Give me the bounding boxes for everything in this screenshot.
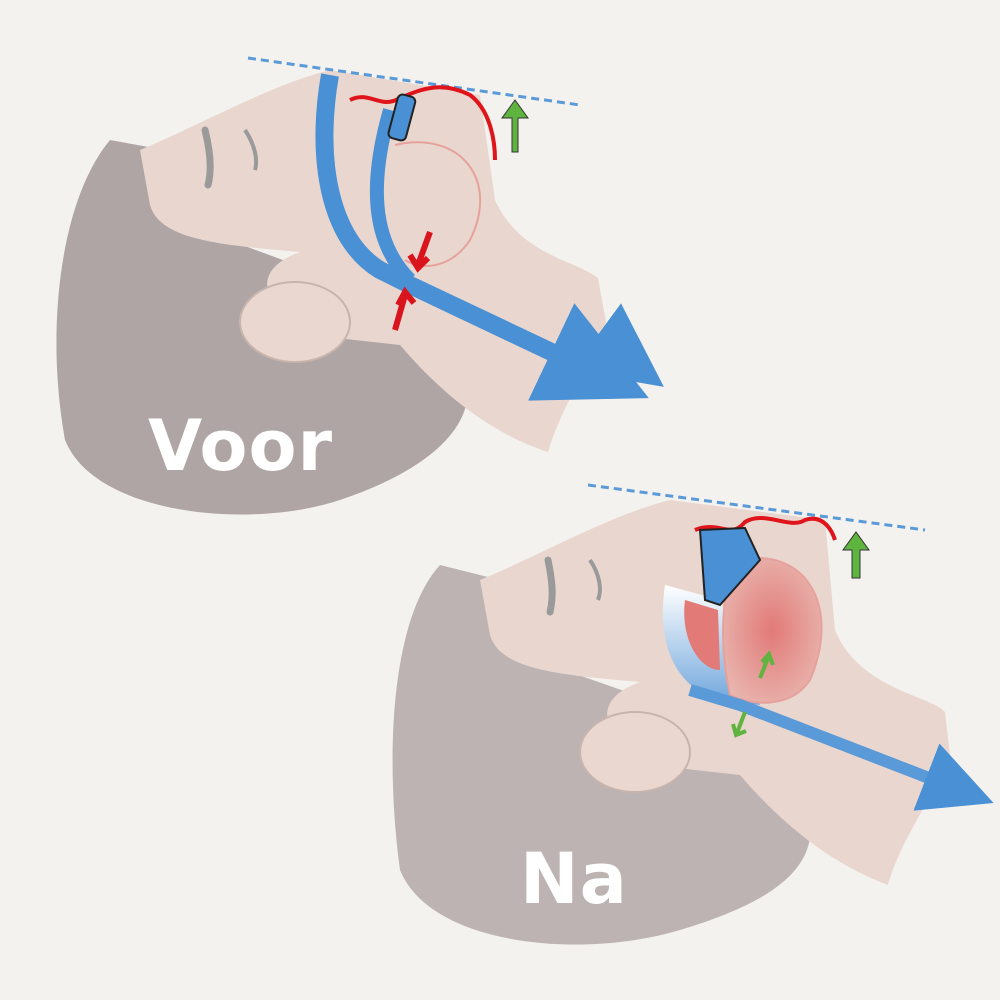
- green-arrow-small-up: [758, 650, 775, 679]
- green-arrow-small-down: [731, 711, 747, 738]
- mouthpiece: [698, 526, 762, 607]
- ear: [239, 281, 351, 363]
- green-arrow-up: [501, 99, 529, 153]
- tongue-outline: [394, 141, 481, 267]
- gums: [349, 85, 497, 161]
- red-arrow-down: [407, 230, 433, 273]
- airway-nose: [571, 303, 664, 387]
- head-level-line: [247, 56, 581, 107]
- airway: [688, 684, 994, 811]
- after-label: Na: [520, 838, 628, 920]
- head-level-line: [587, 483, 926, 532]
- airway: [315, 73, 649, 401]
- eyebrow: [201, 126, 214, 189]
- before-label: Voor: [148, 405, 334, 487]
- airway-mouth: [369, 108, 416, 285]
- before-figure: [56, 56, 664, 515]
- closed-eye: [243, 128, 259, 171]
- red-arrow-up: [392, 286, 417, 331]
- soft-palate: [684, 600, 720, 670]
- tongue: [722, 557, 823, 704]
- after-figure: [392, 483, 994, 945]
- ear: [579, 711, 691, 793]
- green-arrow-up: [842, 531, 870, 579]
- eyebrow: [544, 556, 556, 616]
- closed-eye: [588, 558, 602, 601]
- mouthpiece: [387, 93, 417, 142]
